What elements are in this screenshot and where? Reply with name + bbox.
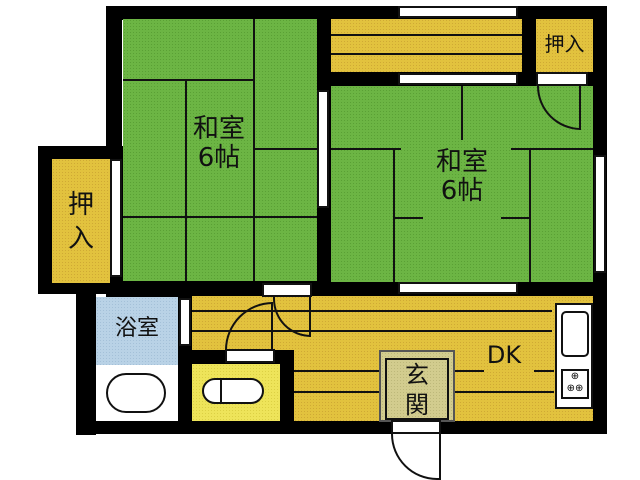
room-name-washitsu-right: 和室 — [435, 147, 488, 177]
door-toilet-opening[interactable] — [225, 349, 275, 363]
room-name-genkan-1: 玄 — [405, 361, 429, 389]
wall-bottom — [76, 420, 607, 434]
window-oshiire-left[interactable] — [110, 159, 122, 277]
wall-bottom-left — [76, 280, 96, 435]
room-size-washitsu-left: 6帖 — [197, 142, 241, 173]
window-right-wall[interactable] — [594, 155, 606, 273]
window-top-storage[interactable] — [398, 6, 518, 18]
wall-toilet-right — [280, 350, 294, 426]
room-size-washitsu-right: 6帖 — [440, 175, 484, 206]
entrance-door-swing[interactable] — [391, 434, 441, 480]
room-name-oshiire-left-1: 押 — [67, 190, 94, 220]
kitchen-counter: ⊕⊕⊕ — [555, 303, 593, 409]
room-name-dk: DK — [486, 341, 522, 369]
room-washitsu-right: 和室 6帖 — [331, 86, 593, 282]
wall-storage-divider — [522, 6, 536, 86]
room-washitsu-left: 和室 6帖 — [123, 19, 317, 281]
window-oshiire-door[interactable] — [536, 72, 588, 86]
bathtub-icon — [106, 373, 166, 413]
room-oshiire-top-right: 押入 — [536, 19, 593, 72]
room-name-oshiire-left-2: 入 — [67, 223, 94, 254]
sink-icon — [561, 311, 589, 357]
door-washitsu-left-opening[interactable] — [262, 283, 312, 297]
wall-left-upper — [106, 6, 122, 158]
room-name-bath: 浴室 — [114, 316, 159, 341]
room-oshiire-left: 押 入 — [52, 159, 110, 283]
room-genkan: 玄 関 — [379, 350, 455, 422]
door-swing-oshiire[interactable] — [537, 86, 581, 130]
room-storage-top — [331, 19, 522, 72]
window-center-wall[interactable] — [317, 90, 329, 208]
room-bath: 浴室 — [96, 297, 178, 365]
room-toilet — [192, 364, 280, 421]
bathtub-area — [96, 365, 178, 421]
room-name-oshiire-top-right: 押入 — [544, 32, 585, 56]
toilet-icon — [202, 378, 264, 404]
room-name-genkan-2: 関 — [405, 391, 429, 419]
entrance-door-opening[interactable] — [391, 420, 441, 434]
stove-icon: ⊕⊕⊕ — [561, 369, 589, 399]
window-storage-lower[interactable] — [398, 73, 518, 85]
door-bath-opening[interactable] — [179, 298, 191, 346]
window-right-washitsu-bottom[interactable] — [398, 282, 518, 294]
room-name-washitsu-left: 和室 — [192, 114, 245, 144]
